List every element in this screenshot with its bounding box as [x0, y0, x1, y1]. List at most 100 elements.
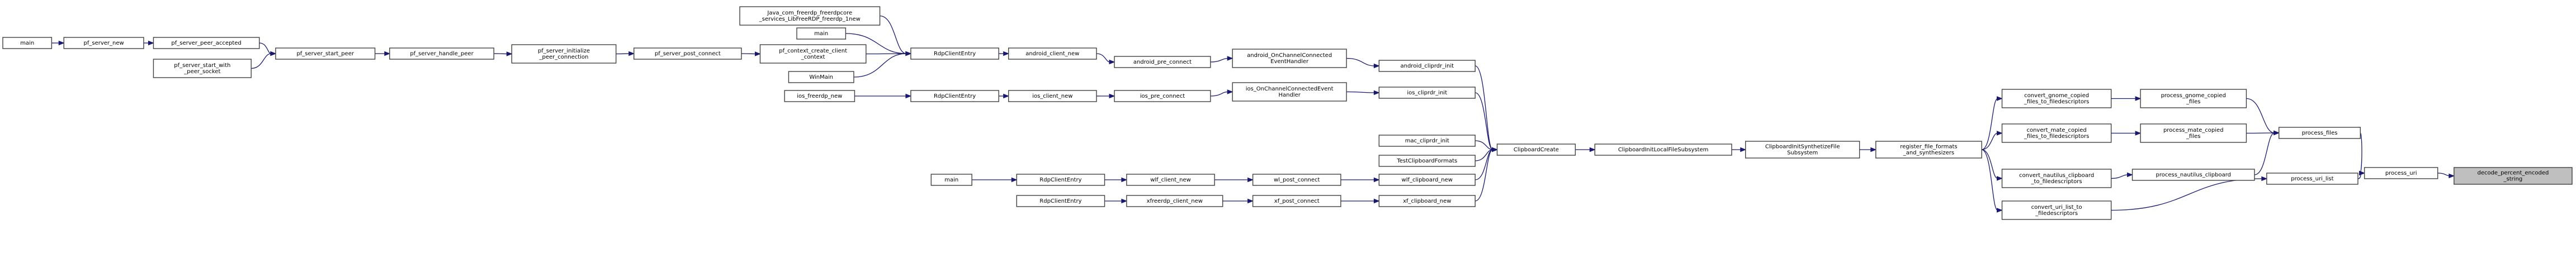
node-box — [1126, 174, 1215, 186]
function-node[interactable]: process_uri_list — [2266, 173, 2358, 185]
function-node[interactable]: wl_post_connect — [1252, 174, 1341, 186]
node-box — [2, 37, 53, 49]
function-node[interactable]: android_pre_connect — [1114, 56, 1211, 68]
function-node[interactable]: ios_pre_connect — [1114, 90, 1211, 102]
function-node[interactable]: TestClipboardFormats — [1378, 155, 1476, 167]
edge-line — [1210, 91, 1228, 97]
function-node[interactable]: RdpClientEntry — [1016, 174, 1105, 186]
function-node[interactable]: convert_nautilus_clipboard_to_filedescri… — [2001, 169, 2112, 188]
function-node[interactable]: main — [930, 174, 972, 186]
function-node[interactable]: convert_uri_list_to_filedescriptors — [2001, 200, 2112, 220]
function-node[interactable]: pf_context_create_client_context — [759, 44, 867, 64]
function-node[interactable]: RdpClientEntry — [910, 47, 999, 60]
call-edge — [1340, 177, 1380, 183]
function-node[interactable]: wlf_client_new — [1126, 174, 1215, 186]
call-edge — [999, 93, 1010, 99]
function-node[interactable]: decode_percent_encoded_string — [2454, 167, 2573, 185]
function-node[interactable]: pf_server_post_connect — [634, 47, 742, 60]
edge-arrowhead — [58, 40, 65, 46]
function-node[interactable]: process_gnome_copied_files — [2140, 89, 2247, 108]
node-label: Subsystem — [1787, 150, 1818, 156]
function-node[interactable]: xfreerdp_client_new — [1126, 195, 1223, 207]
function-node[interactable]: main — [2, 37, 53, 49]
node-label: _files — [2186, 133, 2200, 140]
node-box — [1126, 195, 1223, 207]
edge-arrowhead — [1492, 147, 1498, 152]
function-node[interactable]: Java_com_freerdp_freerdpcore_services_Li… — [739, 6, 881, 26]
function-node[interactable]: ios_freerdp_new — [784, 90, 855, 102]
function-node[interactable]: ios_client_new — [1008, 90, 1097, 102]
function-node[interactable]: WinMain — [788, 71, 854, 83]
function-node[interactable]: process_nautilus_clipboard — [2131, 169, 2255, 181]
call-edge — [741, 51, 761, 56]
node-label: main — [20, 40, 34, 46]
call-edge — [1346, 58, 1380, 69]
function-node[interactable]: android_client_new — [1008, 47, 1097, 60]
call-edge — [494, 51, 513, 56]
edge-arrowhead — [1870, 147, 1877, 152]
edge-line — [1346, 91, 1375, 93]
call-edge — [1210, 89, 1233, 97]
function-node[interactable]: process_mate_copied_files — [2140, 123, 2247, 143]
function-node[interactable]: android_cliprdr_init — [1378, 60, 1476, 72]
call-edge — [1222, 198, 1254, 204]
call-edge — [2111, 176, 2268, 211]
edge-line — [1981, 149, 1998, 179]
function-node[interactable]: main — [796, 27, 847, 40]
function-node[interactable]: pf_server_handle_peer — [389, 47, 494, 60]
function-node[interactable]: register_file_formats_and_synthesizers — [1875, 141, 1982, 159]
edge-line — [2359, 132, 2362, 174]
call-edge — [1096, 53, 1116, 65]
node-box — [910, 47, 999, 60]
function-node[interactable]: mac_cliprdr_init — [1378, 135, 1476, 147]
node-label: mac_cliprdr_init — [1405, 138, 1449, 144]
edge-arrowhead — [1121, 177, 1128, 183]
edge-arrowhead — [1373, 177, 1380, 183]
call-edge — [1981, 149, 2003, 213]
edge-arrowhead — [270, 51, 277, 56]
call-edge — [1474, 92, 1498, 152]
function-node[interactable]: ClipboardCreate — [1496, 144, 1576, 156]
call-edge — [866, 51, 912, 56]
call-edge — [2111, 96, 2142, 101]
edge-arrowhead — [905, 51, 912, 56]
edge-arrowhead — [1003, 51, 1010, 56]
node-box — [1008, 90, 1097, 102]
function-node[interactable]: pf_server_peer_accepted — [153, 37, 260, 49]
node-box — [930, 174, 972, 186]
node-label: pf_server_peer_accepted — [171, 40, 241, 46]
function-node[interactable]: xf_clipboard_new — [1378, 195, 1476, 207]
edge-line — [2111, 178, 2262, 211]
function-node[interactable]: pf_server_start_peer — [275, 47, 376, 60]
function-node[interactable]: convert_mate_copied_files_to_filedescrip… — [2001, 123, 2112, 143]
edge-arrowhead — [1003, 93, 1010, 99]
function-node[interactable]: xf_post_connect — [1252, 195, 1341, 207]
function-node[interactable]: pf_server_start_with_peer_socket — [153, 59, 252, 78]
function-node[interactable]: pf_server_initialize_peer_connection — [511, 44, 617, 64]
node-box — [2364, 167, 2438, 179]
call-edge — [2359, 132, 2365, 176]
function-node[interactable]: process_uri — [2364, 167, 2438, 179]
node-label: _peer_connection — [539, 54, 589, 60]
function-node[interactable]: pf_server_new — [63, 37, 144, 49]
function-node[interactable]: RdpClientEntry — [910, 90, 999, 102]
node-label: TestClipboardFormats — [1396, 158, 1457, 164]
node-box — [2266, 173, 2358, 185]
edge-arrowhead — [1227, 89, 1233, 94]
edge-line — [1474, 65, 1493, 150]
function-node[interactable]: ClipboardInitLocalFileSubsystem — [1594, 144, 1732, 156]
function-node[interactable]: wlf_clipboard_new — [1378, 174, 1476, 186]
function-node[interactable]: convert_gnome_copied_files_to_filedescri… — [2001, 89, 2112, 108]
edge-arrowhead — [1373, 63, 1380, 69]
call-edge — [1474, 65, 1498, 152]
node-box — [2140, 89, 2247, 108]
node-label: decode_percent_encoded — [2477, 170, 2549, 176]
function-node[interactable]: ios_cliprdr_init — [1378, 87, 1476, 99]
function-node[interactable]: process_files — [2278, 127, 2361, 139]
node-box — [1016, 174, 1105, 186]
node-box — [2131, 169, 2255, 181]
function-node[interactable]: RdpClientEntry — [1016, 195, 1105, 207]
